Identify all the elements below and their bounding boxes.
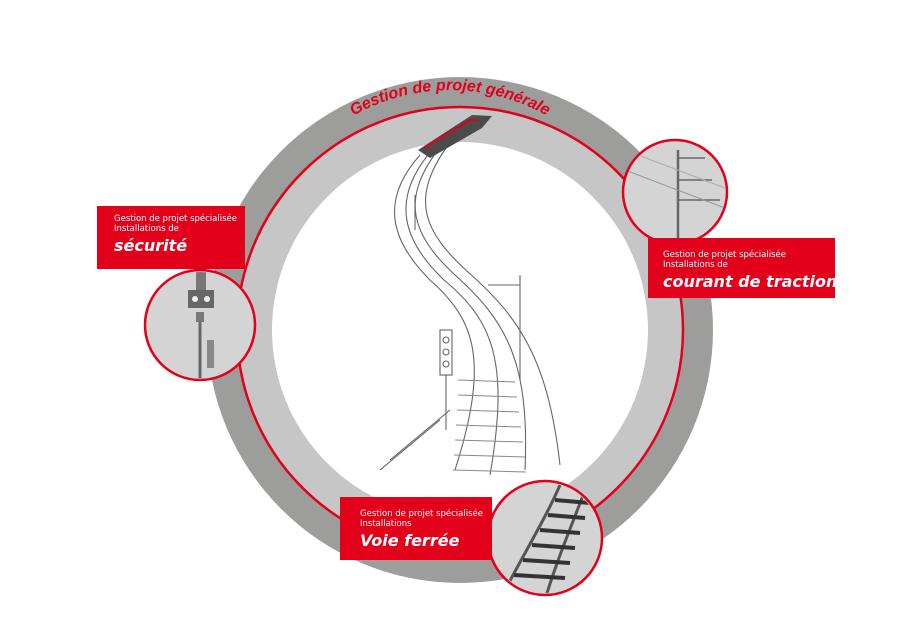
train-icon bbox=[418, 115, 492, 158]
voie-line2: Installations bbox=[360, 519, 412, 529]
securite-line1: Gestion de projet spécialisée bbox=[114, 214, 237, 224]
inner-area bbox=[272, 142, 648, 518]
voie-line1: Gestion de projet spécialisée bbox=[360, 509, 483, 519]
traction-line2: Installations de bbox=[663, 260, 728, 270]
traction-box: Gestion de projet spécialisée Installati… bbox=[648, 238, 838, 298]
securite-line2: Installations de bbox=[114, 224, 179, 234]
voie-title: Voie ferrée bbox=[360, 531, 460, 550]
traction-title: courant de traction bbox=[663, 272, 838, 291]
signal-icon bbox=[188, 272, 214, 378]
railway-illustration bbox=[379, 147, 561, 476]
securite-box: Gestion de projet spécialisée Installati… bbox=[97, 206, 245, 269]
traction-line1: Gestion de projet spécialisée bbox=[663, 250, 786, 260]
securite-title: sécurité bbox=[114, 236, 188, 255]
catenary-mast-icon bbox=[625, 149, 725, 242]
voie-box: Gestion de projet spécialisée Installati… bbox=[340, 497, 492, 560]
